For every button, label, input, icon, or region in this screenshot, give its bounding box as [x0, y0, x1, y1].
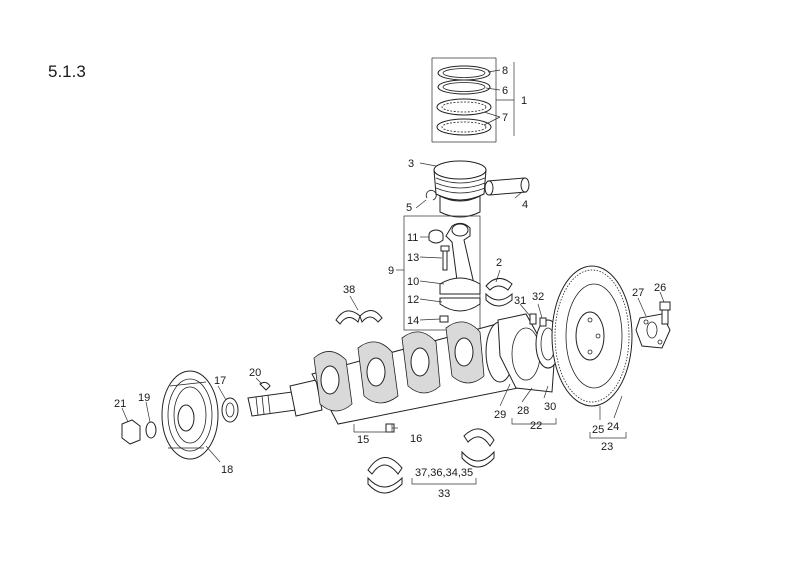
callout-27: 27 [632, 287, 644, 299]
callout-8: 8 [502, 65, 508, 77]
callout-5: 5 [406, 202, 412, 214]
leader-lines [121, 62, 665, 485]
callout-32: 32 [532, 291, 544, 303]
callout-4: 4 [522, 199, 528, 211]
callout-25: 25 [592, 424, 604, 436]
callout-2: 2 [496, 257, 502, 269]
callout-37-36-34-35: 37,36,34,35 [415, 467, 473, 479]
callout-15: 15 [357, 434, 369, 446]
callout-23: 23 [601, 441, 613, 453]
conrod-bearing-shells [485, 278, 513, 307]
callout-7: 7 [502, 112, 508, 124]
callout-29: 29 [494, 409, 506, 421]
pulley-nut [121, 419, 141, 445]
flywheel [551, 265, 633, 407]
callout-13: 13 [407, 252, 419, 264]
flywheel-dowel [539, 317, 547, 327]
callout-38: 38 [343, 284, 355, 296]
section-number: 5.1.3 [48, 62, 86, 81]
pulley-washer [145, 421, 157, 439]
callout-33: 33 [438, 488, 450, 500]
callout-14: 14 [407, 315, 419, 327]
callout-28: 28 [517, 405, 529, 417]
circlip [425, 189, 437, 201]
thrust-washers [335, 310, 383, 325]
spacer-ring [221, 397, 239, 423]
callout-12: 12 [407, 294, 419, 306]
callout-24: 24 [607, 421, 619, 433]
callout-labels: 8 6 1 7 3 4 5 11 13 9 10 12 14 2 38 31 3… [114, 65, 666, 500]
callout-20: 20 [249, 367, 261, 379]
callout-1: 1 [521, 95, 527, 107]
piston-pin [484, 177, 530, 196]
callout-26: 26 [654, 282, 666, 294]
connecting-rod-kit [403, 215, 481, 331]
piston-ring-kit [431, 57, 497, 143]
crankshaft [247, 321, 529, 425]
callout-31: 31 [514, 295, 526, 307]
callout-21: 21 [114, 398, 126, 410]
main-bearing-shells [367, 428, 495, 494]
callout-16: 16 [410, 433, 422, 445]
callout-22: 22 [530, 420, 542, 432]
callout-3: 3 [408, 158, 414, 170]
piston [433, 160, 487, 218]
callout-17: 17 [214, 375, 226, 387]
callout-10: 10 [407, 276, 419, 288]
callout-30: 30 [544, 401, 556, 413]
crank-pulley [161, 370, 219, 460]
callout-18: 18 [221, 464, 233, 476]
flywheel-bolt [659, 301, 671, 325]
callout-9: 9 [388, 265, 394, 277]
callout-19: 19 [138, 392, 150, 404]
callout-11: 11 [407, 232, 418, 244]
callout-6: 6 [502, 85, 508, 97]
housing-screw [529, 313, 537, 325]
conrod-kit-frame [403, 215, 481, 331]
